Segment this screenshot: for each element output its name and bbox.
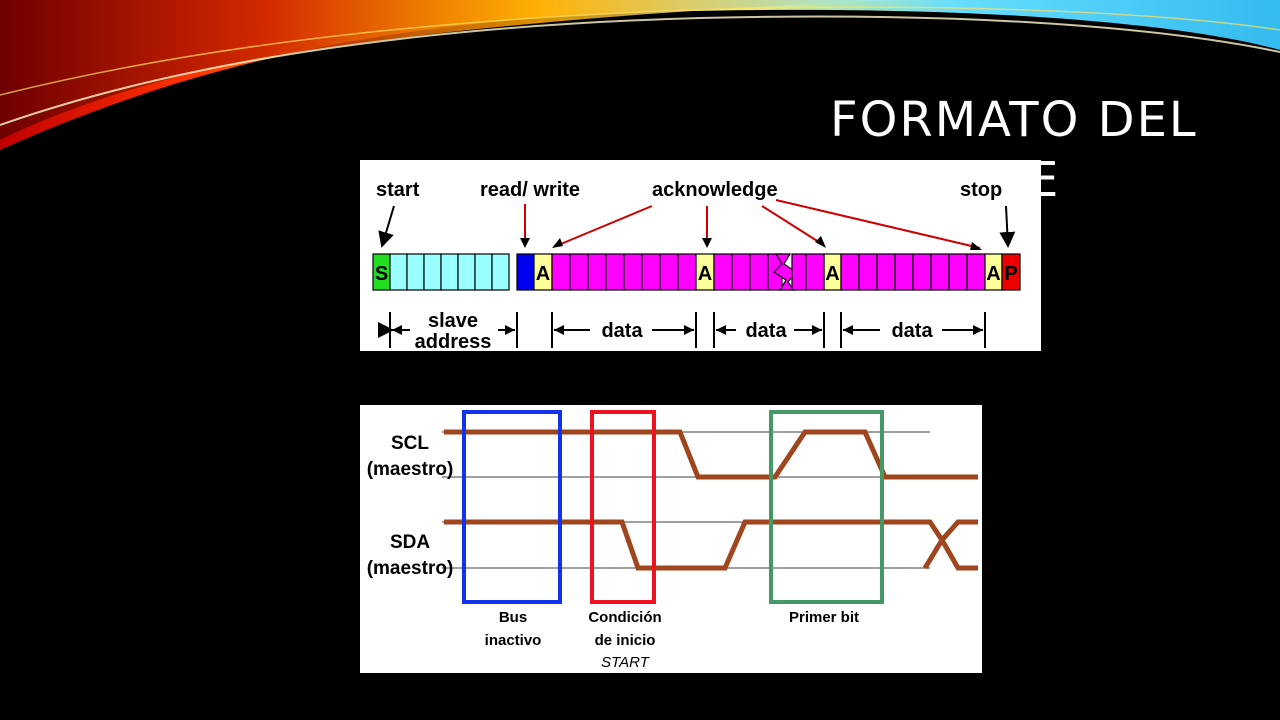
- ack-arrow-1: [555, 205, 653, 247]
- stop-arrow: [999, 205, 1016, 248]
- acknowledge-label: acknowledge: [652, 179, 778, 201]
- stop-cell: P: [1004, 263, 1017, 285]
- slave-address-label-2: address: [415, 331, 492, 351]
- start-condition-box: [590, 410, 656, 604]
- scl-waveform: [444, 429, 978, 480]
- read-write-label: read/ write: [480, 179, 580, 201]
- sda-waveform: [444, 519, 978, 571]
- slave-address-label-1: slave: [428, 310, 478, 332]
- message-format-diagram: start read/ write acknowledge stop: [360, 160, 1041, 353]
- data-label-2: data: [745, 320, 787, 342]
- start-condition-label-2: de inicio: [595, 632, 656, 649]
- scl-sub-label: (maestro): [367, 459, 454, 480]
- bus-idle-box: [462, 410, 562, 604]
- bus-idle-label-2: inactivo: [485, 632, 542, 649]
- data-label-3: data: [891, 320, 933, 342]
- data-label-1: data: [601, 320, 643, 342]
- sda-sub-label: (maestro): [367, 558, 454, 579]
- start-condition-label-3: START: [601, 654, 651, 671]
- ack-cell-3: A: [825, 263, 839, 285]
- start-label: start: [376, 179, 420, 201]
- scl-label: SCL: [391, 433, 429, 454]
- ack-cell-4: A: [986, 263, 1000, 285]
- timing-diagram: SCL (maestro) SDA (maestro) Bus inactivo…: [360, 405, 982, 673]
- start-arrow: [378, 205, 395, 248]
- decorative-swoosh: [0, 0, 1280, 150]
- first-bit-box: [769, 410, 884, 604]
- sda-label: SDA: [390, 532, 430, 553]
- ack-cell-1: A: [536, 263, 550, 285]
- first-bit-label: Primer bit: [789, 609, 859, 626]
- sda-waveform-alt: [922, 519, 978, 571]
- start-condition-label-1: Condición: [588, 609, 661, 626]
- start-cell: S: [375, 263, 388, 285]
- stop-label: stop: [960, 179, 1002, 201]
- ack-arrow-3: [761, 205, 823, 245]
- bus-idle-label-1: Bus: [499, 609, 527, 626]
- ack-cell-2: A: [698, 263, 712, 285]
- ack-arrow-4: [775, 199, 981, 249]
